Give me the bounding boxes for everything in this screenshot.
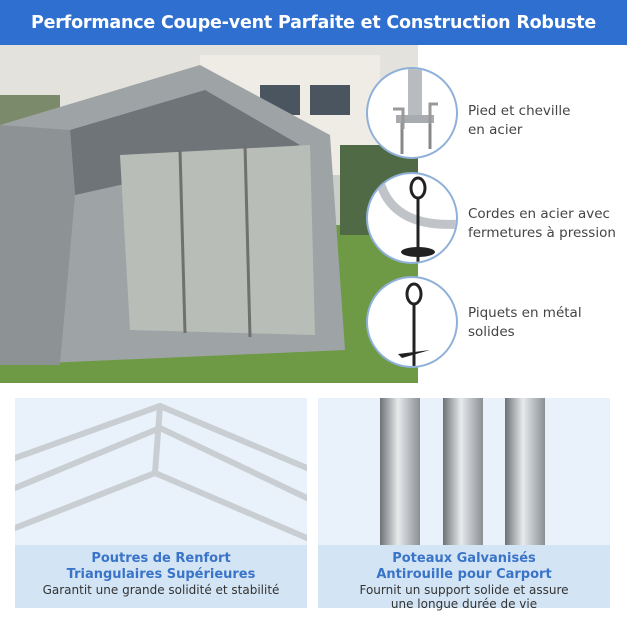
feature-image-foot-peg (366, 67, 458, 159)
feature-line: solides (468, 324, 515, 340)
steel-foot-peg-icon (393, 69, 438, 154)
feature-line: Cordes en acier avec (468, 206, 610, 222)
metal-stake-icon (398, 282, 430, 366)
steel-rope-snap-icon (373, 174, 456, 262)
feature-text-stake: Piquets en métal solides (468, 304, 582, 342)
feature-text-foot-peg: Pied et cheville en acier (468, 102, 570, 140)
panel-posts: Poteaux Galvanisés Antirouille pour Carp… (318, 398, 610, 611)
header-title: Performance Coupe-vent Parfaite et Const… (30, 12, 597, 33)
feature-line: en acier (468, 122, 523, 138)
galvanized-posts-image (380, 398, 545, 548)
feature-line: Piquets en métal (468, 305, 582, 321)
panel-title: Triangulaires Supérieures (66, 567, 256, 582)
panel-caption: Poutres de Renfort Triangulaires Supérie… (15, 545, 307, 608)
truss-beams-image (12, 402, 310, 541)
post (380, 398, 420, 548)
panel-title: Antirouille pour Carport (376, 567, 552, 582)
post (505, 398, 545, 548)
panel-truss: Poutres de Renfort Triangulaires Supérie… (12, 398, 310, 608)
panel-title: Poteaux Galvanisés (392, 551, 536, 566)
panel-subtitle: Garantit une grande solidité et stabilit… (42, 583, 280, 597)
feature-image-rope-snap (366, 172, 458, 264)
carport-photo (0, 45, 418, 383)
feature-line: fermetures à pression (468, 225, 616, 241)
feature-image-stake (366, 276, 458, 368)
panel-title: Poutres de Renfort (91, 551, 231, 566)
panel-subtitle: une longue durée de vie (390, 597, 538, 611)
header-banner: Performance Coupe-vent Parfaite et Const… (0, 0, 627, 45)
feature-text-rope-snap: Cordes en acier avec fermetures à pressio… (468, 205, 616, 243)
panel-subtitle: Fournit un support solide et assure (359, 583, 569, 597)
feature-line: Pied et cheville (468, 103, 571, 119)
panel-caption: Poteaux Galvanisés Antirouille pour Carp… (318, 545, 610, 611)
post (443, 398, 483, 548)
